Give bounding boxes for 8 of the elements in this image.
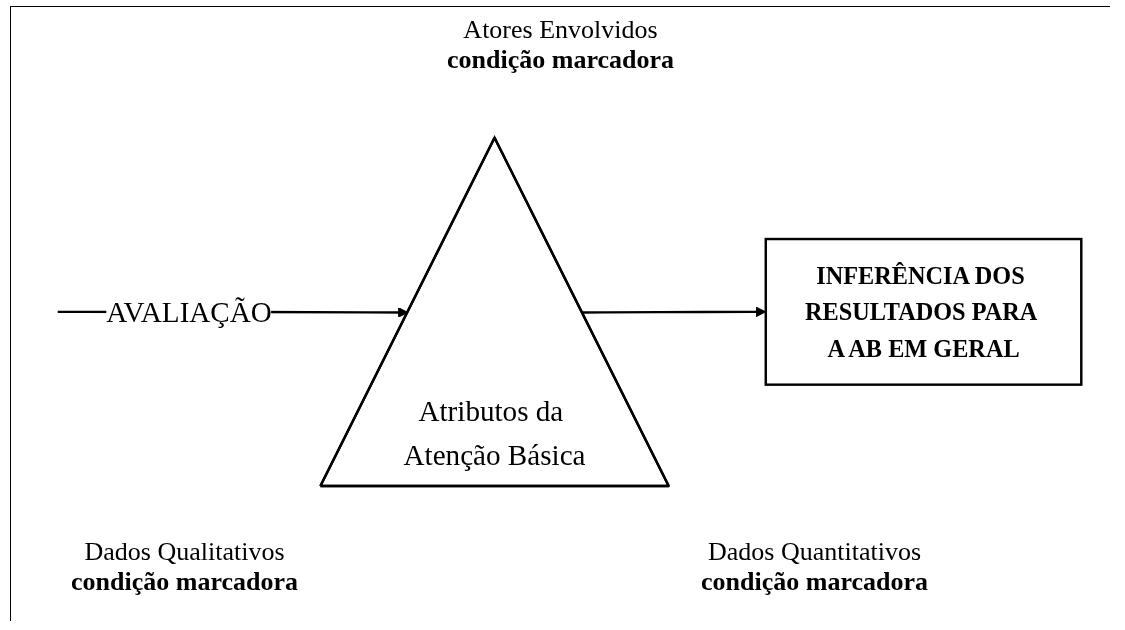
vertex-label: Atores Envolvidos — [463, 15, 658, 45]
vertex-label: Dados Qualitativos — [84, 537, 285, 567]
vertex-label: Dados Quantitativos — [708, 537, 921, 567]
vertex-label: condição marcadora — [701, 567, 928, 597]
edge-label: AVALIAÇÃO — [106, 296, 272, 328]
node-box: INFERÊNCIA DOS RESULTADOS PARA A AB EM GERAL — [764, 237, 1083, 386]
vertex-label: condição marcadora — [447, 45, 674, 75]
vertex-label: condição marcadora — [71, 567, 298, 597]
